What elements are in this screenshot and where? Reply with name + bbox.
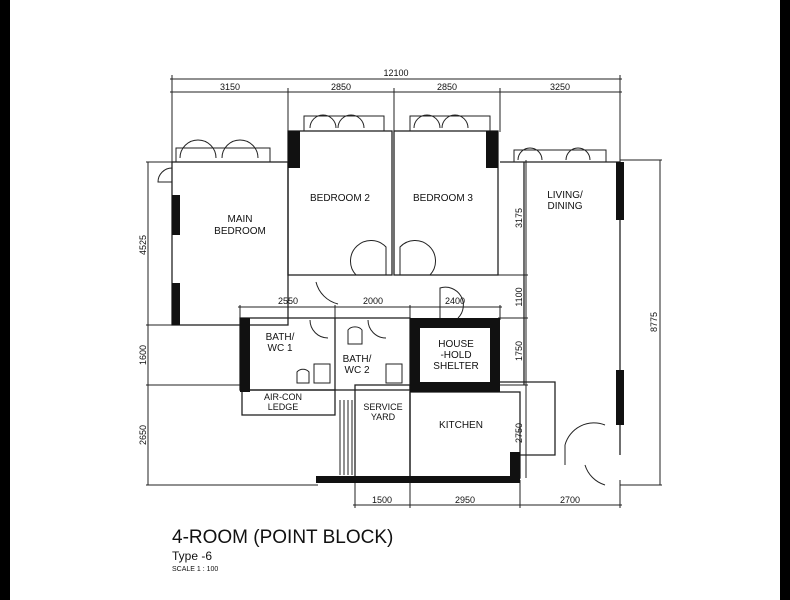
dim-middle: 2550 — [278, 296, 298, 306]
room-household-shelter: SHELTER — [433, 361, 478, 372]
dim-left: 4525 — [138, 235, 148, 255]
room-bedroom-3: BEDROOM 3 — [413, 193, 473, 204]
dim-middle: 2000 — [363, 296, 383, 306]
room-bath-wc-1: WC 1 — [268, 343, 293, 354]
dim-inner-right: 1750 — [514, 341, 524, 361]
room-household-shelter: HOUSE — [438, 339, 474, 350]
room-kitchen: KITCHEN — [439, 420, 483, 431]
room-bath-wc-2: BATH/ — [343, 354, 372, 365]
room-bath-wc-1: BATH/ — [266, 332, 295, 343]
dim-inner-right: 2750 — [514, 423, 524, 443]
room-main-bedroom: MAIN — [228, 214, 253, 225]
room-aircon-ledge: LEDGE — [268, 402, 299, 412]
room-labels: MAIN BEDROOM BEDROOM 2 BEDROOM 3 LIVING/… — [214, 190, 583, 431]
room-bedroom-2: BEDROOM 2 — [310, 193, 370, 204]
dim-middle: 2400 — [445, 296, 465, 306]
windows-doors — [157, 114, 607, 486]
plan-type: Type -6 — [172, 549, 213, 563]
dim-inner-right: 1100 — [514, 287, 524, 306]
dimension-labels: 12100 3150 2850 2850 3250 2550 2000 2400… — [138, 68, 659, 505]
dim-bottom: 2700 — [560, 495, 580, 505]
plan-scale: SCALE 1 : 100 — [172, 566, 219, 573]
plan-title: 4-ROOM (POINT BLOCK) — [172, 527, 394, 548]
walls — [171, 130, 624, 483]
room-aircon-ledge: AIR-CON — [264, 392, 302, 402]
room-service-yard: SERVICE — [363, 402, 402, 412]
dim-bottom: 1500 — [372, 495, 392, 505]
dim-right: 8775 — [649, 312, 659, 332]
dim-top: 2850 — [437, 82, 457, 92]
dim-left: 2650 — [138, 425, 148, 445]
dim-top: 3250 — [550, 82, 570, 92]
room-main-bedroom: BEDROOM — [214, 226, 266, 237]
dim-overall: 12100 — [383, 68, 408, 78]
dim-inner-right: 3175 — [514, 208, 524, 228]
room-bath-wc-2: WC 2 — [345, 365, 370, 376]
dim-top: 2850 — [331, 82, 351, 92]
stairs — [339, 400, 353, 475]
right-border — [780, 0, 790, 600]
left-border — [0, 0, 10, 600]
dimension-lines — [146, 75, 662, 508]
dim-left: 1600 — [138, 345, 148, 365]
room-service-yard: YARD — [371, 412, 396, 422]
dim-top: 3150 — [220, 82, 240, 92]
room-household-shelter: -HOLD — [440, 350, 471, 361]
dim-bottom: 2950 — [455, 495, 475, 505]
room-living-dining: LIVING/ — [547, 190, 583, 201]
room-living-dining: DINING — [548, 201, 583, 212]
